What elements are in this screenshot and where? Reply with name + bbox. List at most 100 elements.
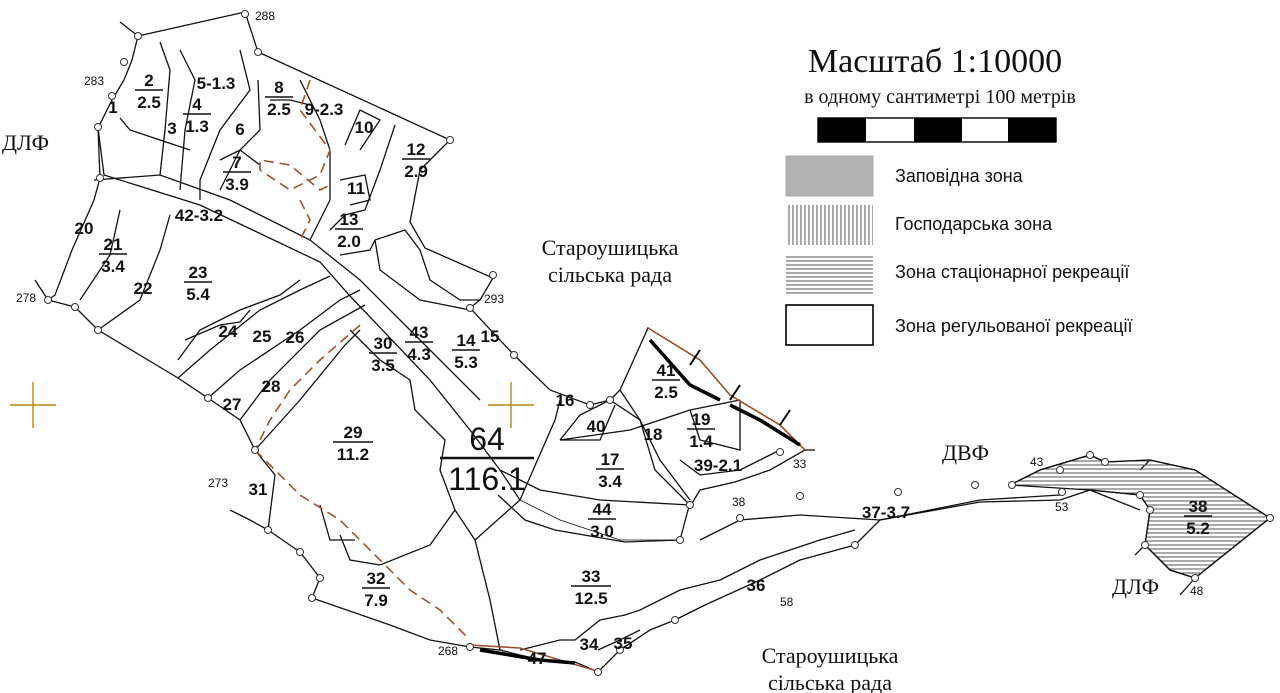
plot-fraction: 412.5 [652, 361, 680, 402]
point-label: 268 [438, 644, 458, 658]
legend-swatch-stationary [786, 255, 873, 295]
legend-swatch-regulated [785, 304, 874, 346]
plot-label: 40 [587, 417, 606, 436]
svg-text:14: 14 [457, 331, 476, 350]
plot-fraction: 235.4 [184, 263, 212, 304]
svg-text:1.4: 1.4 [689, 432, 713, 451]
legend-swatch-economic [786, 205, 873, 245]
plot-label: 3 [167, 119, 176, 138]
plot-fraction: 29 11.2 [333, 423, 373, 464]
svg-text:7: 7 [232, 153, 241, 172]
plot-label: 22 [134, 279, 153, 298]
region-labels: ДЛФ ДЛФ ДВФ Староушицька сільська рада С… [2, 130, 1159, 693]
legend-swatch-reserve [785, 155, 874, 197]
plot-label: 18 [644, 425, 663, 444]
plot-fraction: 303.5 [369, 334, 397, 375]
plot-label: 37-3.7 [862, 503, 910, 522]
svg-text:2.0: 2.0 [337, 232, 361, 251]
svg-text:5.4: 5.4 [186, 285, 210, 304]
scale-bar [817, 117, 1057, 143]
plot-fraction: 385.2 [1184, 497, 1212, 538]
svg-text:3.0: 3.0 [590, 522, 614, 541]
svg-text:3.4: 3.4 [101, 257, 125, 276]
plot-label: 35 [614, 634, 633, 653]
plot-fraction: 41.3 [183, 95, 211, 136]
plot-label: 31 [249, 480, 268, 499]
plot-fraction: 82.5 [265, 78, 293, 119]
thick-boundary [479, 338, 801, 665]
point-labels: 288 283 278 293 273 33 38 43 53 48 58 26… [16, 9, 1204, 658]
plot-fraction: 434.3 [405, 323, 433, 364]
svg-text:41: 41 [657, 361, 676, 380]
svg-text:33: 33 [582, 567, 601, 586]
plot-fraction: 22.5 [135, 71, 163, 112]
svg-text:19: 19 [692, 410, 711, 429]
svg-text:2.5: 2.5 [267, 100, 291, 119]
svg-text:4: 4 [192, 95, 202, 114]
plot-fraction: 327.9 [362, 569, 390, 610]
plot-labels: 1 3 5-1.3 6 9-2.3 10 11 20 42-3.2 22 24 … [75, 74, 911, 668]
scale-title: Масштаб 1:10000 [808, 43, 1062, 80]
plot-fraction: 73.9 [223, 153, 251, 194]
plot-label: 36 [747, 576, 766, 595]
plot-label: 10 [355, 118, 374, 137]
svg-text:44: 44 [593, 500, 612, 519]
point-label: 58 [780, 595, 794, 609]
svg-text:2.9: 2.9 [404, 162, 428, 181]
region-rada-top-2: сільська рада [548, 262, 672, 287]
plot-fraction: 132.0 [335, 210, 363, 251]
legend-label-regulated: Зона регульованої рекреації [895, 316, 1132, 336]
point-label: 38 [732, 495, 746, 509]
svg-text:5.2: 5.2 [1186, 519, 1210, 538]
point-label: 53 [1055, 500, 1069, 514]
point-label: 48 [1190, 584, 1204, 598]
svg-text:38: 38 [1189, 497, 1208, 516]
main-block-number: 64 [469, 421, 505, 457]
region-dlf-bottom: ДЛФ [1112, 574, 1159, 599]
legend-label-stationary: Зона стаціонарної рекреації [895, 262, 1129, 282]
legend-label-economic: Господарська зона [895, 214, 1053, 234]
legend-label-reserve: Заповідна зона [895, 166, 1024, 186]
main-block-label: 64 116.1 [440, 421, 534, 497]
boundary-nodes [44, 10, 1274, 676]
plot-label: 26 [286, 328, 305, 347]
svg-text:11.2: 11.2 [337, 445, 369, 464]
plot-fraction-labels: 22.5 41.3 82.5 73.9 122.9 132.0 213.4 23… [99, 71, 1212, 610]
plot-label: 11 [347, 179, 365, 198]
plot-label: 25 [253, 327, 272, 346]
plot-label: 27 [223, 395, 242, 414]
grid-cross-marks [10, 382, 534, 428]
region-rada-top-1: Староушицька [542, 235, 679, 260]
svg-text:3.5: 3.5 [371, 356, 395, 375]
plot-fraction: 173.4 [596, 450, 624, 491]
plot-label: 34 [580, 635, 599, 654]
legend: Масштаб 1:10000 в одному сантиметрі 100 … [785, 43, 1132, 346]
point-label: 33 [793, 457, 807, 471]
svg-text:2.5: 2.5 [654, 383, 678, 402]
svg-text:5.3: 5.3 [454, 353, 478, 372]
point-label: 283 [84, 74, 104, 88]
svg-text:32: 32 [367, 569, 386, 588]
dashed-route [254, 79, 806, 673]
point-label: 293 [484, 292, 504, 306]
plot-fraction: 443.0 [588, 500, 616, 541]
point-label: 43 [1030, 455, 1044, 469]
point-label: 278 [16, 291, 36, 305]
svg-text:43: 43 [410, 323, 429, 342]
plot-label: 24 [219, 322, 238, 341]
svg-text:1.3: 1.3 [185, 117, 209, 136]
svg-text:29: 29 [344, 423, 363, 442]
plot-label: 20 [75, 219, 94, 238]
region-rada-bottom-1: Староушицька [762, 643, 899, 668]
region-rada-bottom-2: сільська рада [768, 670, 892, 693]
plot-label: 28 [262, 377, 281, 396]
svg-text:13: 13 [340, 210, 359, 229]
plot-label: 5-1.3 [197, 74, 236, 93]
plot-fraction: 213.4 [99, 235, 127, 276]
plot-label: 6 [235, 120, 244, 139]
svg-text:2.5: 2.5 [137, 93, 161, 112]
point-label: 273 [208, 476, 228, 490]
scale-note: в одному сантиметрі 100 метрів [804, 86, 1076, 108]
